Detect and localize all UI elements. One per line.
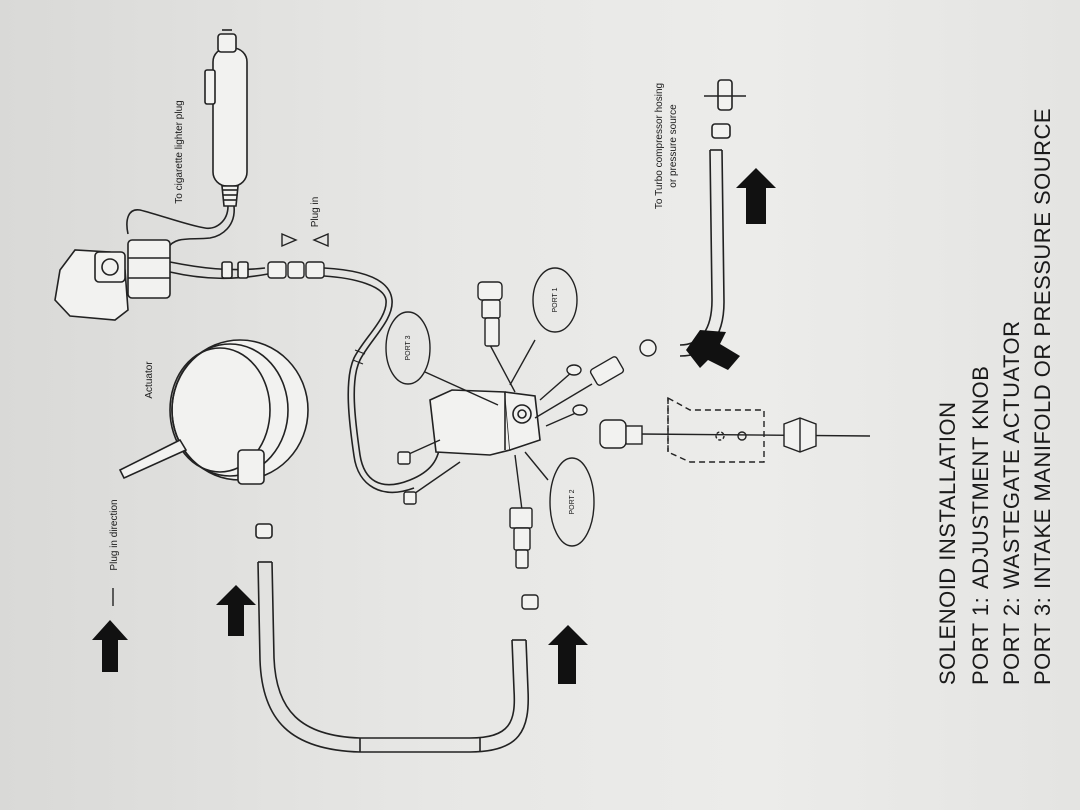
turbo-hose [679, 79, 746, 357]
turbo-label-line1: To Turbo compressor hosing [654, 83, 665, 209]
actuator [118, 339, 309, 485]
arrows [92, 168, 776, 684]
plug-in-connector [267, 232, 329, 279]
power-cable [126, 205, 235, 249]
switch-housing [54, 239, 171, 321]
legend-title: SOLENOID INSTALLATION [935, 401, 960, 685]
legend-port3-key: PORT 3: [1030, 597, 1055, 685]
arrow-legend-icon [92, 620, 128, 672]
solenoid-screws [397, 364, 588, 505]
port2-fitting [509, 454, 539, 610]
switch-wire [169, 261, 269, 280]
arrow-turbo-up-icon [736, 168, 776, 224]
arrow-hose-right-icon [548, 625, 588, 684]
labels: To cigarette lighter plug Plug in To Tur… [109, 83, 679, 606]
port1-balloon [532, 267, 578, 333]
port2-label: PORT 2 [569, 489, 576, 514]
arrow-hose-left-icon [216, 585, 256, 636]
port3-fitting [534, 339, 657, 419]
legend-port3-desc: INTAKE MANIFOLD OR PRESSURE SOURCE [1030, 108, 1055, 589]
port-balloons [385, 267, 595, 547]
port1-label: PORT 1 [552, 287, 559, 312]
solenoid-wire [323, 267, 441, 493]
legend: SOLENOID INSTALLATION PORT 1: ADJUSTMENT… [935, 108, 1055, 685]
cigarette-label: To cigarette lighter plug [174, 100, 185, 203]
actuator-label: Actuator [144, 361, 155, 399]
mounting-bracket [599, 396, 871, 463]
port3-balloon [385, 311, 431, 385]
adjustment-knob [477, 281, 516, 393]
legend-port2-key: PORT 2: [999, 597, 1024, 685]
port2-balloon [549, 457, 595, 547]
solenoid-block [429, 389, 541, 456]
legend-port1-key: PORT 1: [968, 597, 993, 685]
cigarette-lighter-plug [204, 29, 248, 207]
plug-direction-label: Plug in direction [109, 499, 120, 570]
turbo-label-line2: or pressure source [668, 104, 679, 188]
wastegate-hose [255, 523, 530, 753]
plug-in-label: Plug in [310, 197, 321, 228]
legend-port1-desc: ADJUSTMENT KNOB [968, 366, 993, 589]
legend-port2-desc: WASTEGATE ACTUATOR [999, 320, 1024, 589]
port3-label: PORT 3 [405, 335, 412, 360]
arrow-turbo-diag-icon [686, 330, 740, 370]
